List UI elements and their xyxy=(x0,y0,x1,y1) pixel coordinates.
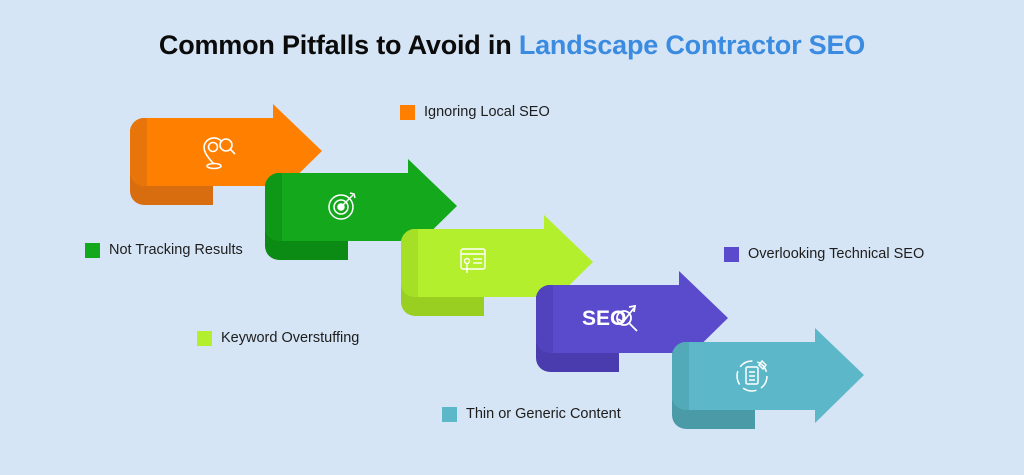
arrow-overlooking-technical-seo: SEO xyxy=(536,271,728,372)
arrow-thin-generic-content xyxy=(672,328,864,429)
target-icon xyxy=(328,192,356,220)
seo-icon: SEO xyxy=(582,304,638,332)
title-main: Common Pitfalls to Avoid in xyxy=(158,30,512,60)
legend-label: Not Tracking Results xyxy=(109,242,243,258)
legend-label: Overlooking Technical SEO xyxy=(748,246,925,262)
legend-label: Keyword Overstuffing xyxy=(221,330,360,346)
legend-swatch xyxy=(85,242,100,258)
location-search-icon xyxy=(203,137,236,170)
legend-item-overlooking-technical-seo: Overlooking Technical SEO xyxy=(724,246,924,262)
legend-label: Thin or Generic Content xyxy=(466,406,621,422)
legend-item-thin-generic-content: Thin or Generic Content xyxy=(442,406,621,422)
legend-swatch xyxy=(400,104,415,120)
title-highlight: Landscape Contractor SEO xyxy=(518,30,866,60)
arrow-not-tracking-results xyxy=(265,159,457,260)
svg-text:SEO: SEO xyxy=(582,307,626,330)
legend-swatch xyxy=(724,246,739,262)
legend-item-ignoring-local-seo: Ignoring Local SEO xyxy=(400,104,550,120)
document-icon xyxy=(736,359,768,392)
page-title: Common Pitfalls to Avoid in Landscape Co… xyxy=(0,30,1024,61)
legend-item-keyword-overstuffing: Keyword Overstuffing xyxy=(197,330,359,346)
legend-label: Ignoring Local SEO xyxy=(424,104,550,120)
legend-item-not-tracking-results: Not Tracking Results xyxy=(85,242,243,258)
legend-swatch xyxy=(442,406,457,422)
web-page-icon xyxy=(460,248,486,273)
legend-swatch xyxy=(197,330,212,346)
